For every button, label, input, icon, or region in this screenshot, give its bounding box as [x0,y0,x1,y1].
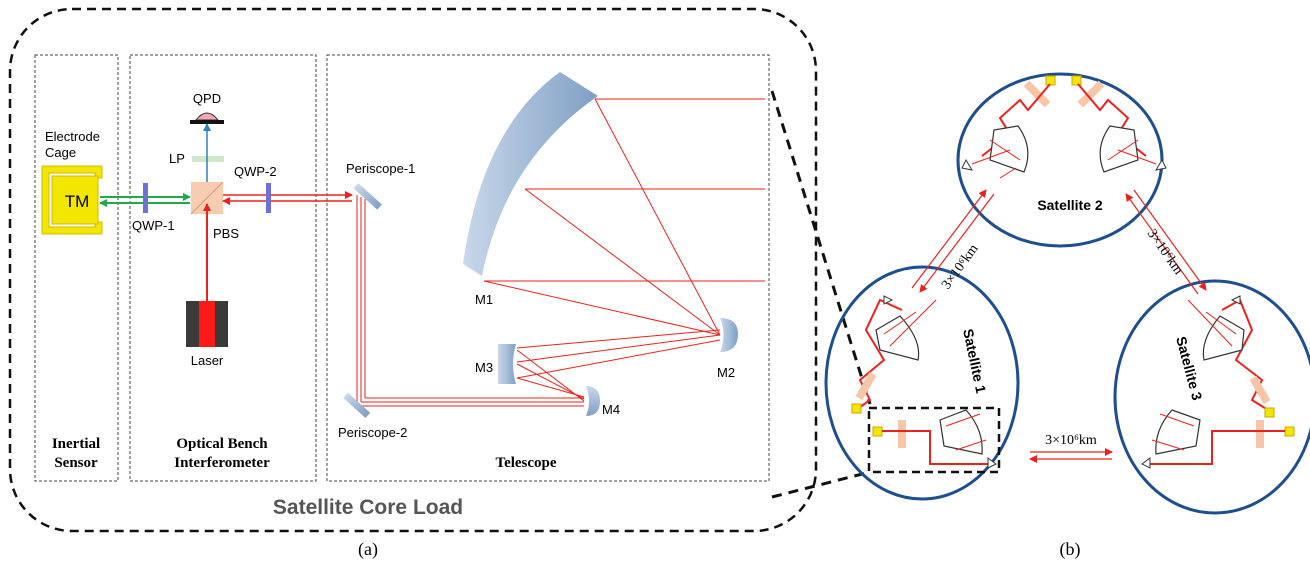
satellite3-instrument-bottom [1141,409,1295,469]
qwp1-plate [143,183,148,213]
satellite-core-load-border [8,7,818,533]
qwp2-plate [266,183,271,213]
link-sat2-sat3 [1125,189,1207,295]
laser-label: Laser [191,353,224,368]
lp-filter [192,156,224,162]
periscope2-mirror [343,392,371,419]
satellite3-instrument-top [1187,295,1275,418]
satellite3-circle [1113,279,1310,515]
periscope-beams [356,195,584,407]
m1-primary-mirror [463,72,598,276]
satellite2-label: Satellite 2 [1037,197,1103,213]
caption-a: (a) [358,539,378,560]
m3-mirror [498,344,516,384]
distance-label-bottom: 3×10⁶km [1045,433,1097,448]
periscope1-mirror [353,183,382,210]
optical-bench-title-line2: Interferometer [174,455,270,471]
satellite2-instrument-right [1071,75,1167,173]
red-beams-bench [203,191,353,302]
zoom-connector-bottom [771,470,871,499]
m3-label: M3 [475,360,493,375]
satellite1-instrument-bottom [872,409,997,469]
qwp2-label: QWP-2 [234,164,277,179]
link-sat1-sat3 [1029,448,1113,463]
pbs-diagonal [190,181,224,215]
telescope-beams [483,98,765,402]
inertial-sensor-title-line2: Sensor [54,455,98,471]
m2-label: M2 [717,365,735,380]
qpd-detector [190,112,224,124]
satellite2-instrument-left [961,75,1056,179]
m2-secondary-mirror [720,318,738,352]
link-sat1-sat2 [911,189,995,293]
tm-label: TM [65,192,90,211]
m1-label: M1 [475,292,493,307]
qpd-label: QPD [193,91,221,106]
inertial-sensor-box [34,54,119,482]
m4-label: M4 [602,402,620,417]
satellite3-label: Satellite 3 [1173,335,1205,402]
optical-bench-title-line1: Optical Bench [176,436,268,452]
electrode-cage [41,165,103,235]
satellite1-label: Satellite 1 [960,327,989,394]
optical-bench-box [129,54,317,482]
m4-mirror [586,386,600,416]
electrode-cage-label-line1: Electrode [45,129,100,144]
satellite1-circle [824,265,1020,501]
telescope-box [326,54,770,482]
satellite-core-load-label: Satellite Core Load [273,496,463,519]
satellite1-zoom-box [867,406,1001,474]
zoom-connector-top [770,90,872,405]
pbs-label: PBS [213,226,239,241]
lp-label: LP [169,151,185,166]
qwp1-label: QWP-1 [132,218,175,233]
periscope2-label: Periscope-2 [338,425,407,440]
inertial-sensor-title-line1: Inertial [52,436,100,452]
satellite1-instrument-top [851,295,937,414]
periscope1-label: Periscope-1 [346,161,415,176]
laser-source [186,301,228,347]
caption-b: (b) [1060,539,1081,560]
electrode-cage-label-line2: Cage [45,145,76,160]
telescope-title: Telescope [495,455,556,471]
